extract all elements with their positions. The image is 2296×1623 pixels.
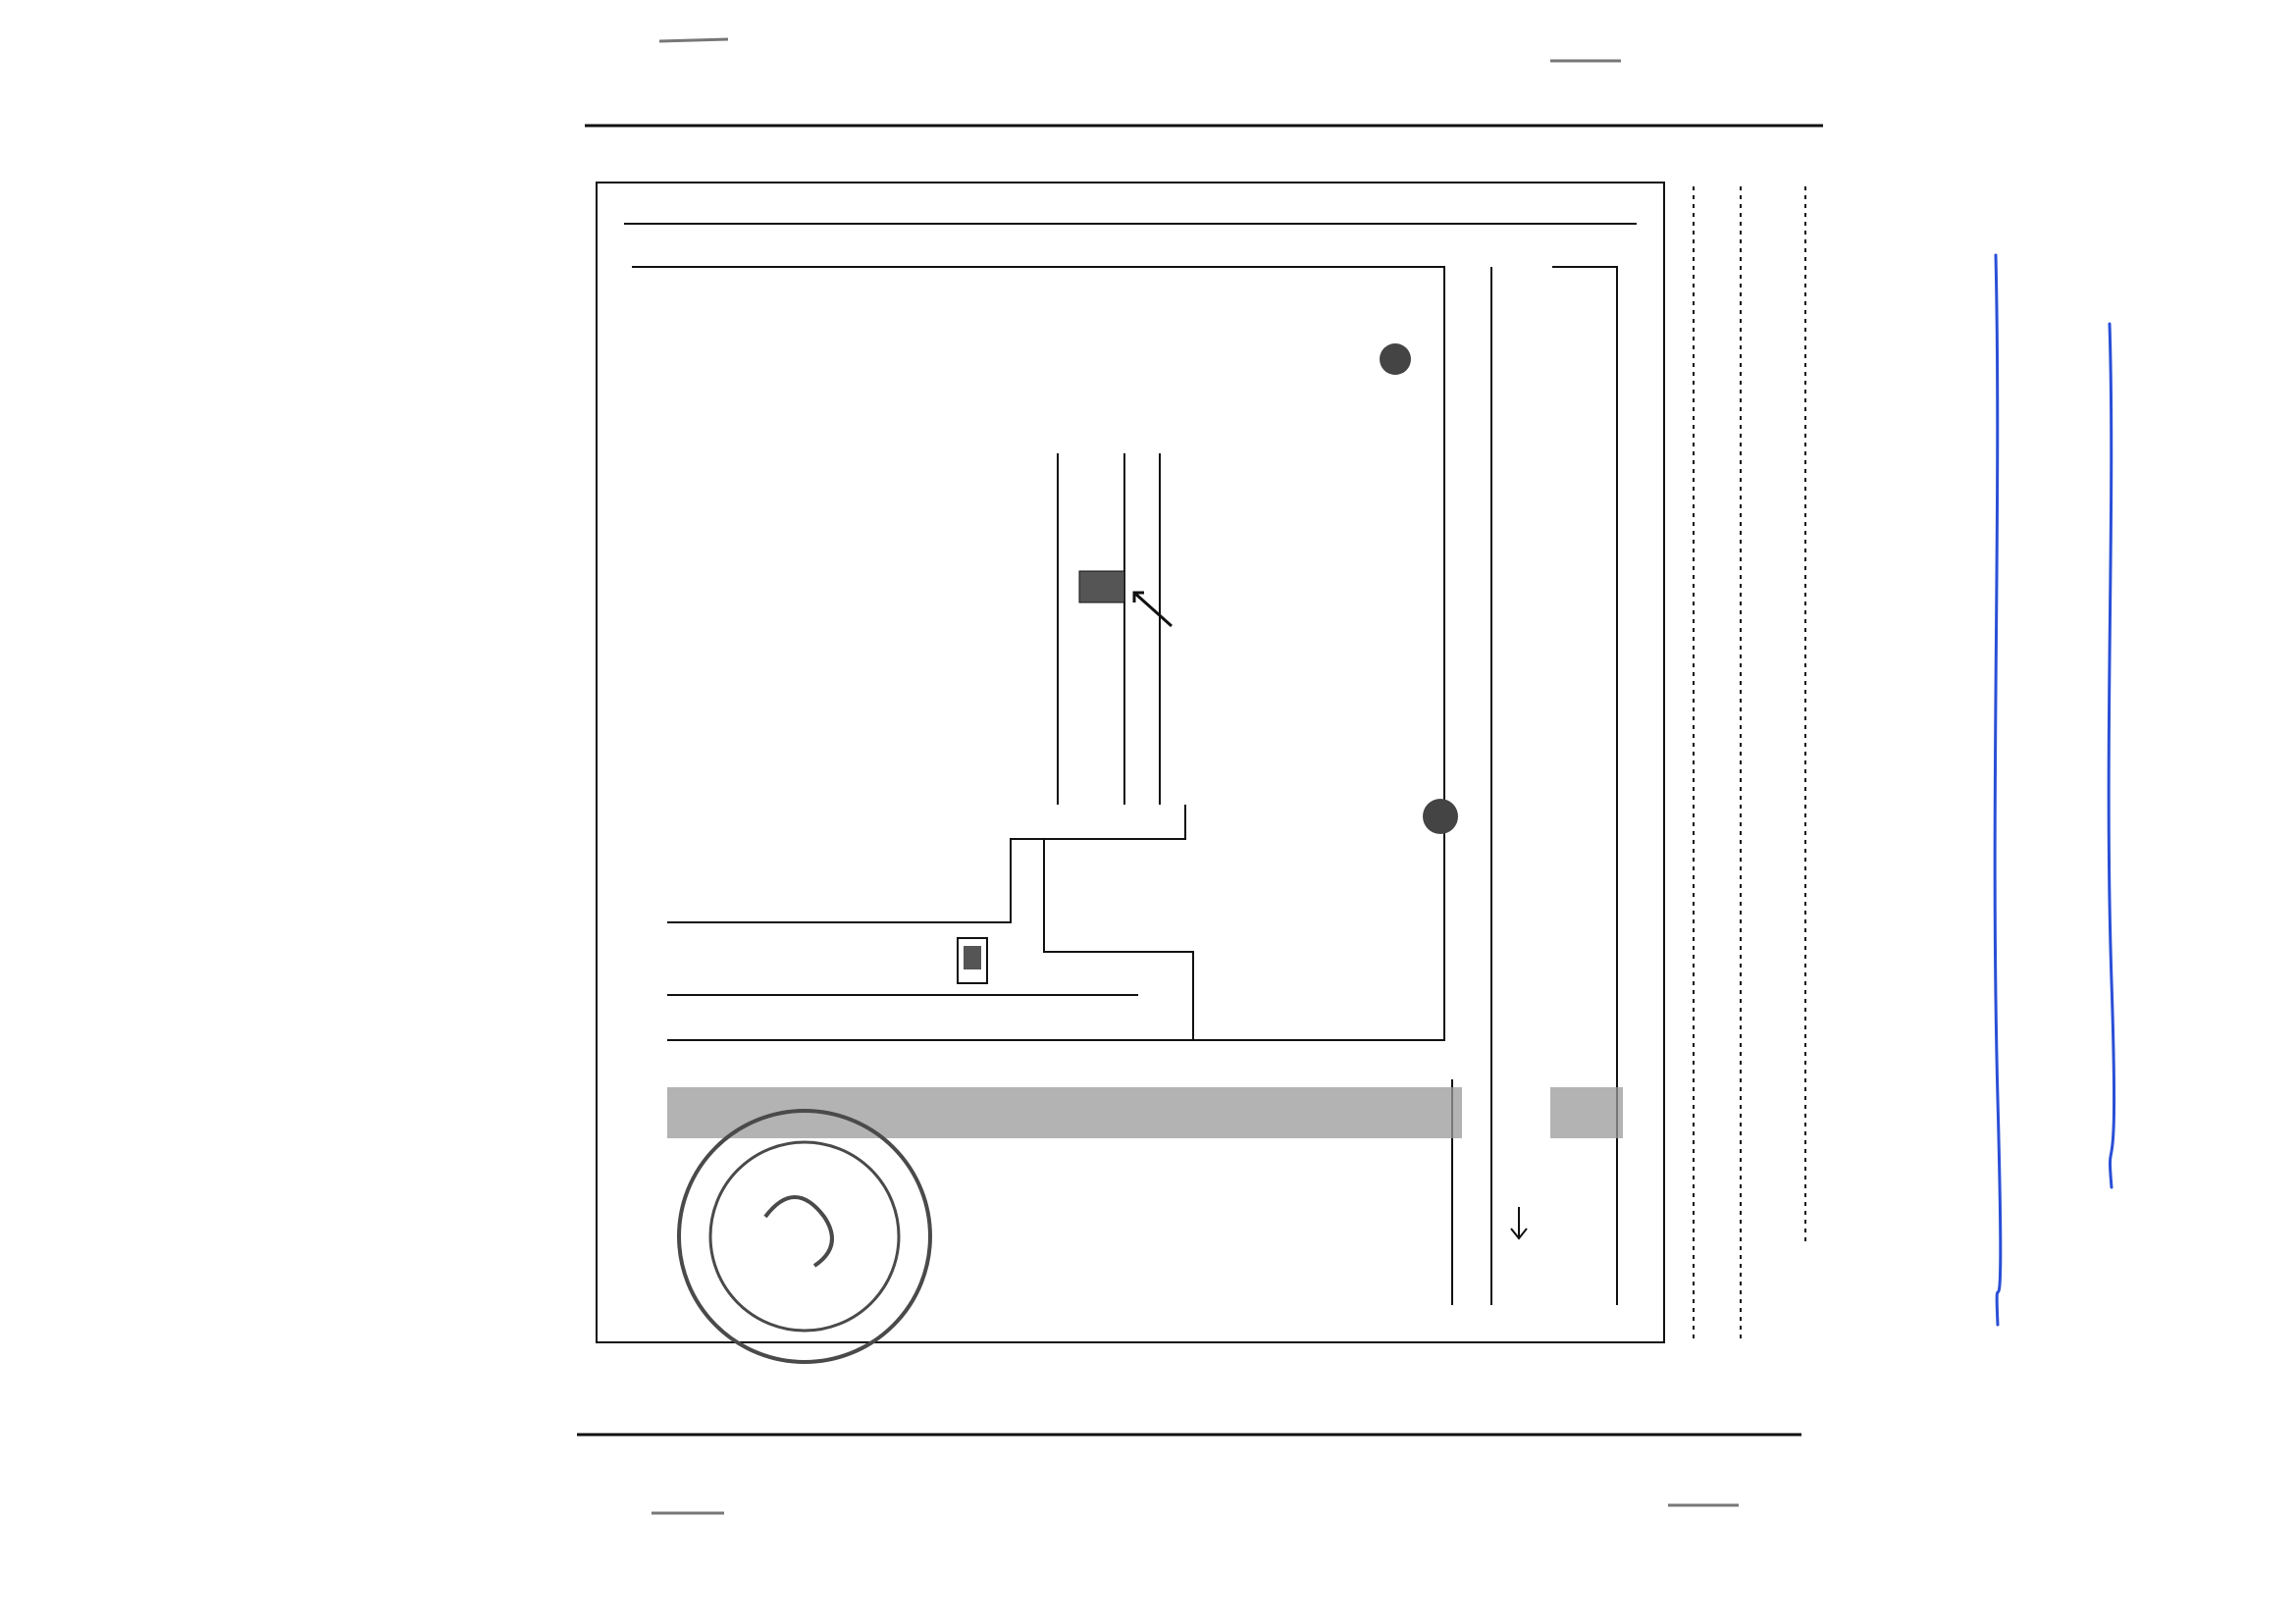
map-frame <box>596 182 1665 1343</box>
target-arrow <box>1132 591 1174 628</box>
handwritten-annotation <box>1993 253 2116 1327</box>
landmark-dot-2 <box>1423 799 1458 834</box>
staple-marks <box>652 37 1739 1515</box>
canal-strip-right <box>1550 1087 1623 1138</box>
landmark-dot-1 <box>1380 343 1411 375</box>
target-house-marker <box>1078 570 1125 603</box>
text-guide-lines <box>1693 186 1806 1340</box>
official-stamp <box>677 1109 932 1364</box>
direction-arrow-icon <box>1510 1207 1528 1240</box>
road-lines <box>624 223 1637 1305</box>
